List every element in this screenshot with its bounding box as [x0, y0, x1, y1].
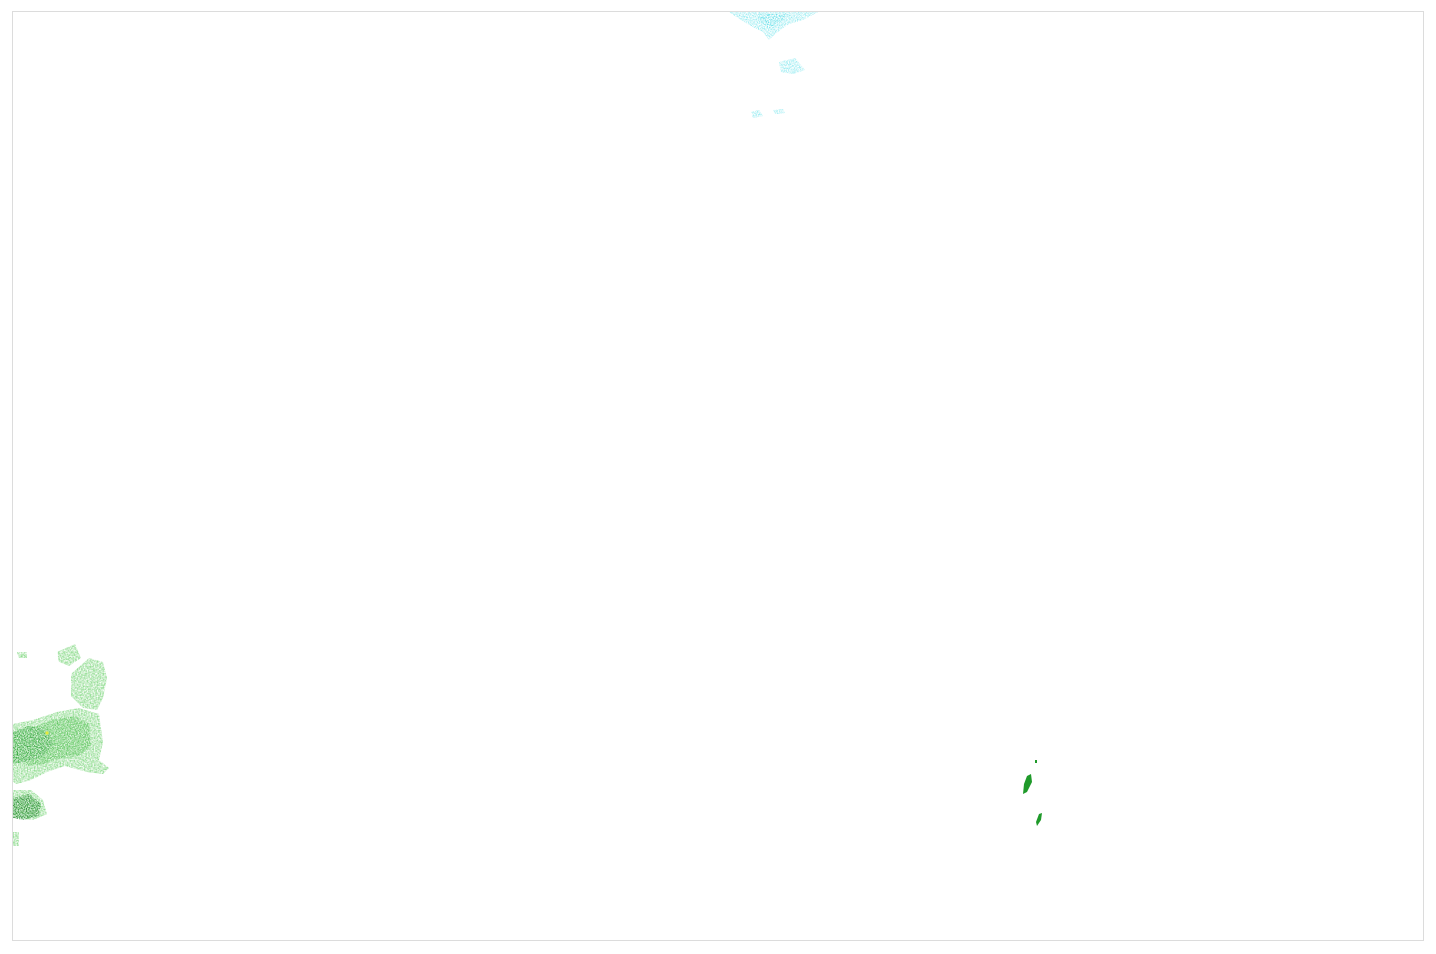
rain-streak — [1035, 760, 1037, 763]
rain-patch-light — [17, 652, 27, 658]
snow-patch — [779, 58, 805, 74]
precipitation-layer — [13, 12, 1042, 846]
snow-cluster-north — [729, 12, 818, 118]
snow-patch — [773, 109, 785, 114]
rain-streak — [1036, 813, 1042, 826]
rain-cluster-southeast — [1023, 760, 1042, 826]
snow-patch — [758, 14, 788, 28]
rain-patch-heavy — [13, 794, 41, 820]
snow-patch — [729, 12, 818, 40]
rain-patch-light — [13, 832, 19, 846]
rain-streak — [1023, 774, 1032, 794]
rain-cluster-west — [13, 644, 109, 846]
rain-patch-light — [71, 658, 107, 710]
rain-spot-intense — [45, 731, 49, 735]
rain-patch-heavy — [13, 726, 53, 764]
rain-patch-light — [57, 644, 81, 666]
snow-patch — [751, 110, 763, 118]
radar-map[interactable] — [12, 11, 1424, 941]
